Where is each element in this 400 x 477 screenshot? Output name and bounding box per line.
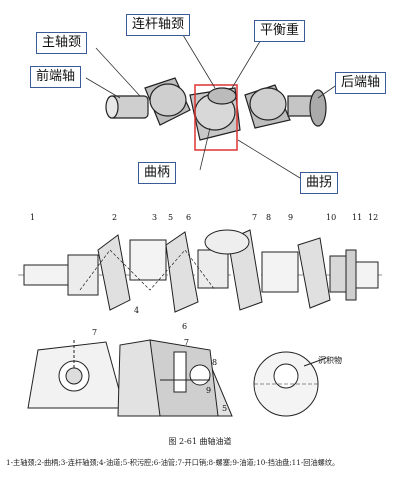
part-number: 9 xyxy=(288,213,294,222)
label-rear-shaft: 后端轴 xyxy=(335,72,387,94)
label-counterweight: 平衡重 xyxy=(254,20,306,42)
part-number: 2 xyxy=(112,213,118,222)
part-number: 11 xyxy=(352,213,363,222)
part-number: 8 xyxy=(266,213,272,222)
section-view-1 xyxy=(27,340,125,409)
highlight-box xyxy=(194,84,238,151)
label-crank-throw: 曲拐 xyxy=(300,172,339,194)
part-number: 8 xyxy=(212,358,218,367)
figure-legend: 1-主轴颈;2-曲柄;3-连杆轴颈;4-油道;5-积污腔;6-油管;7-开口销;… xyxy=(6,458,340,467)
part-number: 7 xyxy=(184,338,190,347)
leader-lines xyxy=(85,29,339,179)
part-number: 7 xyxy=(92,328,98,337)
part-number: 5 xyxy=(222,404,228,413)
part-number: 7 xyxy=(252,213,258,222)
part-number: 5 xyxy=(168,213,174,222)
label-conrod-journal: 连杆轴颈 xyxy=(126,14,191,36)
section-view-2 xyxy=(117,339,233,417)
part-number: 1 xyxy=(30,213,36,222)
part-number: 10 xyxy=(326,213,337,222)
label-front-shaft: 前端轴 xyxy=(30,66,82,88)
section-drawing xyxy=(18,229,382,313)
label-main-journal: 主轴颈 xyxy=(36,32,88,54)
figure-caption: 图 2-61 曲轴油道 xyxy=(168,437,232,446)
part-number: 9 xyxy=(206,386,212,395)
part-number: 6 xyxy=(186,213,192,222)
crankshaft-illustration xyxy=(105,77,327,141)
label-crank-arm: 曲柄 xyxy=(138,162,177,184)
part-number: 4 xyxy=(134,306,140,315)
section-view-3 xyxy=(253,351,327,417)
part-number: 12 xyxy=(368,213,379,222)
part-number: 6 xyxy=(182,322,188,331)
part-number: 3 xyxy=(152,213,158,222)
deposit-label: 沉积物 xyxy=(318,356,342,365)
